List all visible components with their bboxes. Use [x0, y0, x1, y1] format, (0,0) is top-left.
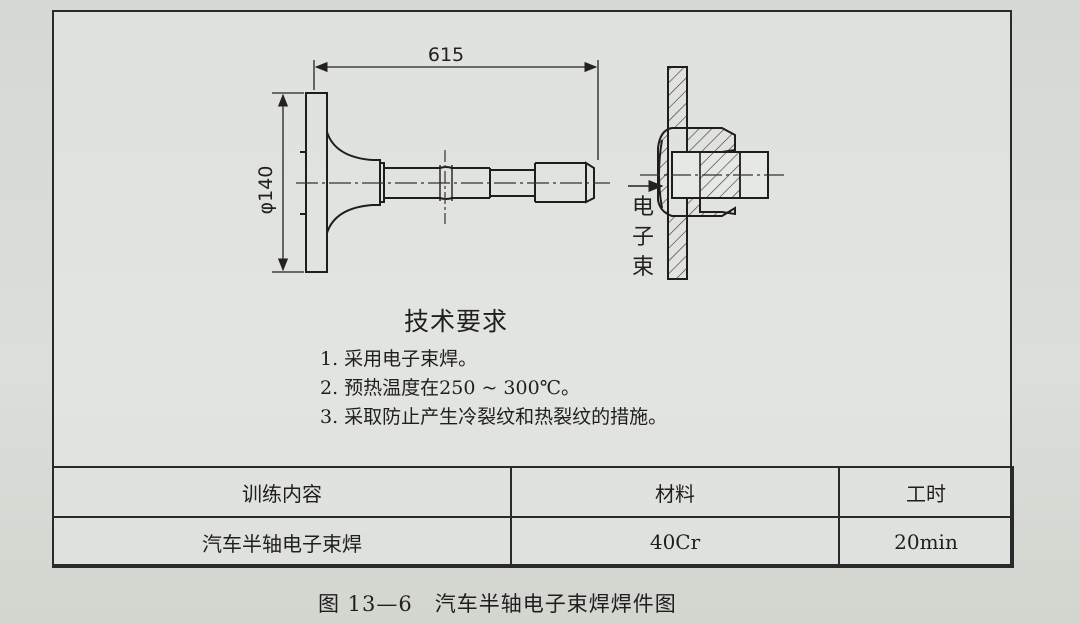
table-row: 汽车半轴电子束焊 40Cr 20min — [52, 516, 1014, 568]
tech-requirement-item: 3. 采取防止产生冷裂纹和热裂纹的措施。 — [320, 406, 668, 428]
cell-training-content: 汽车半轴电子束焊 — [52, 516, 512, 568]
axle-shaft-view — [300, 92, 595, 273]
tech-requirements-list: 1. 采用电子束焊。 2. 预热温度在250 ~ 300℃。 3. 采取防止产生… — [320, 345, 667, 432]
weld-section-view — [628, 66, 785, 280]
tech-requirement-item: 1. 采用电子束焊。 — [320, 348, 478, 370]
info-table: 训练内容 材料 工时 汽车半轴电子束焊 40Cr 20min — [52, 466, 1014, 568]
cell-work-hours: 20min — [838, 516, 1014, 568]
diameter-dimension-label: φ140 — [255, 166, 277, 215]
weld-label: 电 子 束 — [632, 195, 654, 280]
diameter-dimension — [272, 92, 304, 273]
length-dimension — [313, 60, 599, 160]
cell-material: 40Cr — [510, 516, 840, 568]
svg-text:子: 子 — [632, 225, 654, 250]
header-training-content: 训练内容 — [52, 466, 512, 518]
figure-caption: 图 13—6 汽车半轴电子束焊焊件图 — [318, 592, 677, 616]
length-dimension-label: 615 — [428, 44, 464, 66]
svg-text:束: 束 — [632, 255, 654, 280]
svg-text:电: 电 — [632, 195, 654, 220]
tech-requirements-title: 技术要求 — [404, 307, 509, 336]
header-material: 材料 — [510, 466, 840, 518]
tech-requirement-item: 2. 预热温度在250 ~ 300℃。 — [320, 377, 580, 399]
table-header-row: 训练内容 材料 工时 — [52, 466, 1014, 518]
header-work-hours: 工时 — [838, 466, 1014, 518]
technical-drawing: 615 φ140 电 子 束 — [255, 44, 785, 280]
